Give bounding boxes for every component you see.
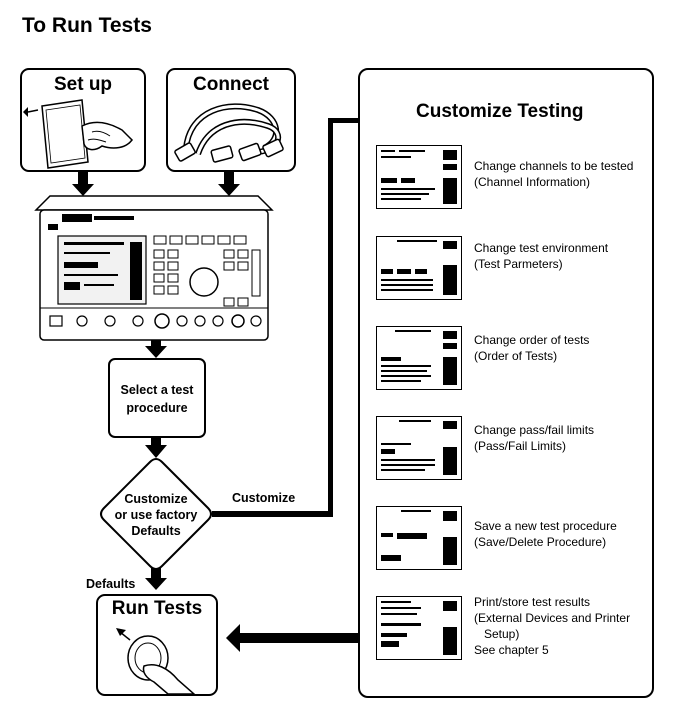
arrow-select-to-decision — [145, 437, 167, 458]
step-order-line1: Change order of tests — [474, 333, 590, 347]
step-limits-line1: Change pass/fail limits — [474, 423, 595, 437]
decision-line1: Customize — [124, 492, 188, 506]
pass-fail-limits-screen-thumbnail — [376, 416, 462, 480]
arrow-instrument-to-select — [145, 340, 167, 358]
step-print-line4: See chapter 5 — [474, 643, 549, 657]
select-procedure-box: Select a test procedure — [108, 358, 206, 438]
setup-label: Set up — [53, 74, 113, 95]
run-tests-label: Run Tests — [111, 598, 203, 619]
arrow-connect-to-instrument — [218, 172, 240, 196]
step-print-line2: (External Devices and Printer — [474, 611, 631, 625]
arrow-return-to-run-tests — [226, 624, 358, 652]
external-devices-screen-thumbnail — [376, 596, 462, 660]
test-parameters-screen-thumbnail — [376, 236, 462, 300]
step-order-line2: (Order of Tests) — [474, 349, 558, 363]
customize-arrow-label: Customize — [232, 491, 296, 505]
step-environment-line2: (Test Parmeters) — [474, 257, 563, 271]
rf-cable-illustration — [174, 103, 284, 163]
arrow-decision-to-run-tests — [145, 567, 167, 590]
connect-label: Connect — [193, 74, 269, 95]
step-environment-line1: Change test environment — [474, 241, 609, 255]
run-tests-box: Run Tests — [96, 594, 218, 696]
channel-information-screen-thumbnail — [376, 145, 462, 209]
memory-card-insert-illustration — [23, 99, 133, 169]
step-channels-line1: Change channels to be tested — [474, 159, 634, 173]
step-limits-line2: (Pass/Fail Limits) — [474, 439, 567, 453]
select-procedure-line2: procedure — [126, 401, 188, 415]
step-save-line1: Save a new test procedure — [474, 519, 617, 533]
page-title: To Run Tests — [22, 14, 152, 37]
decision-line2: or use factory — [114, 508, 198, 522]
arrow-setup-to-instrument — [72, 172, 94, 196]
save-delete-procedure-screen-thumbnail — [376, 506, 462, 570]
customize-testing-heading: Customize Testing — [416, 101, 584, 122]
step-print-line3: Setup) — [484, 627, 520, 641]
step-save-line2: (Save/Delete Procedure) — [474, 535, 607, 549]
defaults-arrow-label: Defaults — [86, 577, 136, 591]
step-print-line1: Print/store test results — [474, 595, 591, 609]
connect-box: Connect — [166, 68, 296, 172]
select-procedure-line1: Select a test — [120, 383, 194, 397]
order-of-tests-screen-thumbnail — [376, 326, 462, 390]
setup-box: Set up — [20, 68, 146, 172]
step-channels-line2: (Channel Information) — [474, 175, 591, 189]
press-button-illustration — [116, 628, 196, 694]
decision-line3: Defaults — [131, 524, 181, 538]
